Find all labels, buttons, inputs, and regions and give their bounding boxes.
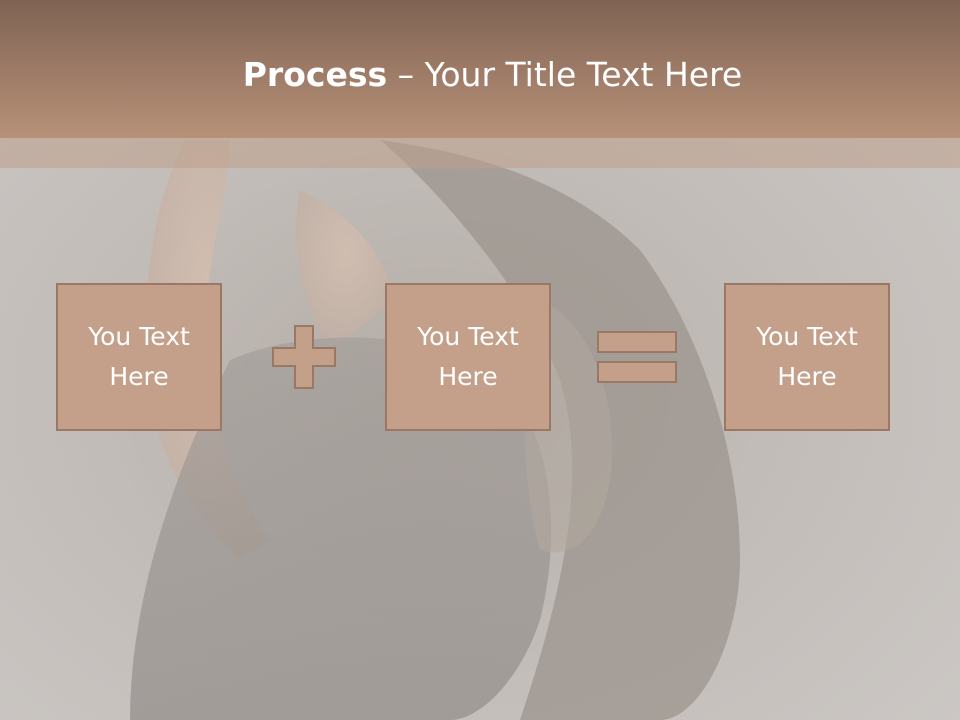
title-bar-band [0,138,960,168]
process-box-2: You Text Here [385,283,551,431]
title-rest-text: – Your Title Text Here [387,55,743,94]
process-box-3: You Text Here [724,283,890,431]
title-bold-text: Process [242,55,388,94]
process-box-1: You Text Here [56,283,222,431]
slide-title: Process – Your Title Text Here [0,52,960,98]
title-bar [0,0,960,138]
equals-icon [597,331,677,383]
plus-icon [272,325,336,389]
